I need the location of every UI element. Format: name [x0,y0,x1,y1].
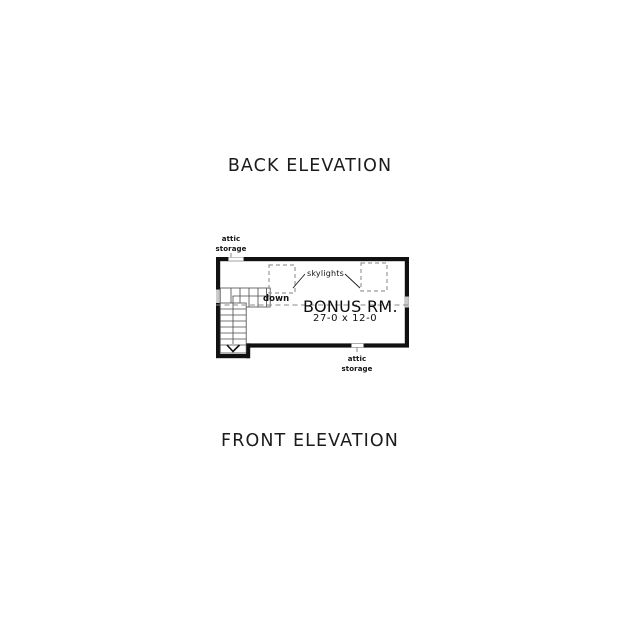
opening-left [216,289,221,304]
skylight-left [268,264,296,294]
room-dimensions-label: 27-0 x 12-0 [313,313,378,324]
window-opening-bottom [351,343,364,348]
wall-bottom [246,343,409,348]
wall-top [216,257,409,262]
skylight-right [360,262,388,292]
stair-down-arrow-icon [226,344,241,353]
wall-stairwell-bottom [216,354,250,359]
window-opening-top [228,257,244,261]
wall-left-lower [216,303,221,358]
attic-storage-top-line1: attic [221,235,241,243]
window-opening-bottom-frame [351,343,364,348]
attic-storage-top-line2: storage [215,244,247,253]
skylight-leader-right [344,273,361,289]
attic-storage-bottom-line2: storage [341,364,373,373]
back-elevation-title: BACK ELEVATION [227,156,393,176]
wall-left-upper [216,257,221,290]
wall-stairwell-right-jog [246,343,251,359]
skylights-label: skylights [307,269,344,278]
front-elevation-title: FRONT ELEVATION [221,431,399,451]
attic-storage-bottom-label: attic storage [332,355,382,374]
room-name-label: BONUS RM. [303,297,398,316]
attic-storage-top-label: attic storage [206,235,256,254]
attic-storage-bottom-line1: attic [347,355,367,363]
window-opening-top-frame [228,256,244,262]
stair-center-line-bend [232,295,270,297]
stair-down-label: down [263,294,290,304]
skylight-leader-left [292,273,306,289]
opening-right [404,296,409,308]
